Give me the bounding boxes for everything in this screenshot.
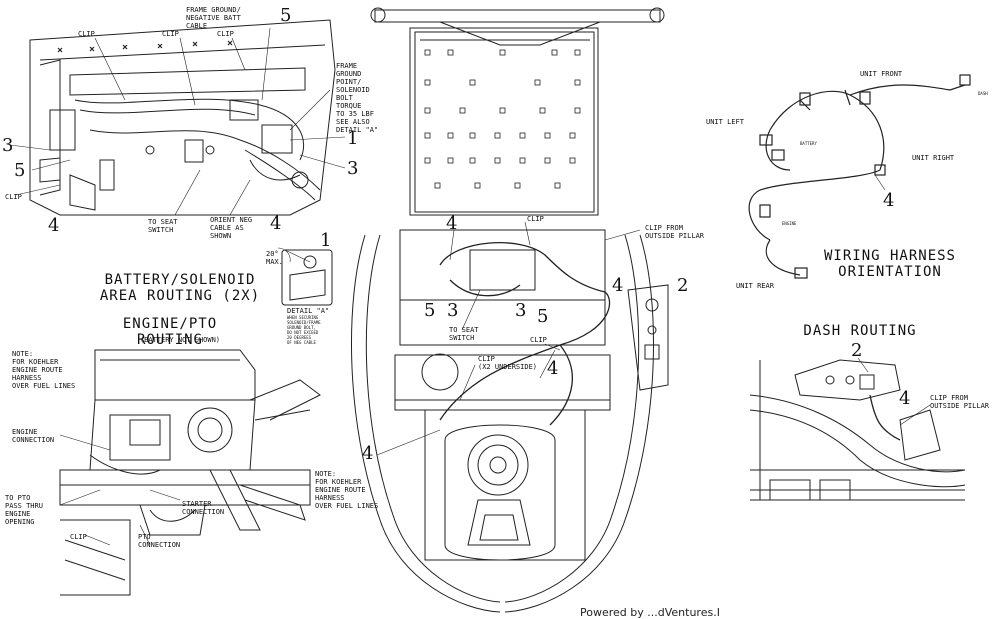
label-solenoid-bolt: FRAME GROUND POINT/ SOLENOID BOLT TORQUE…: [336, 62, 379, 134]
callout-3: 3: [447, 300, 459, 321]
engine-pto-drawing: [59, 349, 321, 596]
callout-4: 4: [270, 213, 282, 234]
label-clip: CLIP: [78, 30, 95, 38]
label-center-note: NOTE: FOR KOEHLER ENGINE ROUTE HARNESS O…: [315, 470, 379, 510]
machine-topview-drawing: [351, 7, 669, 613]
label-detail-a: DETAIL "A": [287, 307, 330, 315]
battery-view-title: BATTERY/SOLENOID AREA ROUTING (2X) (BATT…: [95, 240, 265, 360]
callout-2: 2: [851, 340, 863, 361]
callout-5: 5: [537, 306, 549, 327]
label-clip: CLIP: [527, 215, 544, 223]
label-clip-outside-pillar: CLIP FROM OUTSIDE PILLAR: [930, 394, 990, 410]
label-clip: CLIP: [5, 193, 22, 201]
battery-view-title-text: BATTERY/SOLENOID AREA ROUTING (2X): [99, 272, 261, 304]
callout-5: 5: [280, 5, 292, 26]
label-battery: BATTERY: [800, 141, 817, 146]
label-dash: DASH: [978, 91, 988, 96]
callout-3: 3: [515, 300, 527, 321]
callout-1: 1: [320, 230, 332, 251]
callout-3: 3: [2, 135, 14, 156]
label-seat-switch: TO SEAT SWITCH: [449, 326, 479, 342]
callout-4: 4: [48, 215, 60, 236]
callout-4: 4: [362, 443, 374, 464]
label-unit-left: UNIT LEFT: [706, 118, 744, 126]
callout-5: 5: [14, 160, 26, 181]
label-pto-pass-thru: TO PTO PASS THRU ENGINE OPENING: [5, 494, 43, 526]
battery-view-subtitle: (BATTERY NOT SHOWN): [139, 336, 221, 344]
callout-4: 4: [883, 190, 895, 211]
label-angle: 20° MAX.: [266, 250, 283, 266]
label-clip-underside: CLIP (X2 UNDERSIDE): [478, 355, 538, 371]
label-unit-right: UNIT RIGHT: [912, 154, 955, 162]
label-seat-switch: TO SEAT SWITCH: [148, 218, 178, 234]
label-engine: ENGINE: [782, 221, 797, 226]
label-starter-connection: STARTER CONNECTION: [182, 500, 225, 516]
detail-a-drawing: [277, 247, 333, 306]
label-engine-note: NOTE: FOR KOEHLER ENGINE ROUTE HARNESS O…: [12, 350, 76, 390]
battery-solenoid-drawing: [29, 19, 336, 216]
harness-view-title: WIRING HARNESS ORIENTATION: [823, 248, 956, 280]
callout-4: 4: [612, 275, 624, 296]
callout-4: 4: [899, 388, 911, 409]
label-clip-outside-pillar: CLIP FROM OUTSIDE PILLAR: [645, 224, 705, 240]
callout-2: 2: [677, 275, 689, 296]
label-engine-connection: ENGINE CONNECTION: [12, 428, 55, 444]
footer-text: Powered by ...dVentures.I: [580, 606, 720, 619]
callout-4: 4: [446, 213, 458, 234]
dash-routing-drawing: [749, 359, 966, 501]
label-clip: CLIP: [530, 336, 547, 344]
label-orient-neg: ORIENT NEG CABLE AS SHOWN: [210, 216, 253, 240]
label-clip: CLIP: [217, 30, 234, 38]
callout-5: 5: [424, 300, 436, 321]
label-unit-front: UNIT FRONT: [860, 70, 903, 78]
seat-plate-holes: [424, 49, 581, 189]
callout-1: 1: [347, 128, 359, 149]
callout-4: 4: [547, 358, 559, 379]
label-pto-connection: PTO CONNECTION: [138, 533, 181, 549]
harness-orientation-drawing: [748, 74, 971, 279]
label-frame-ground: FRAME GROUND/ NEGATIVE BATT CABLE: [186, 6, 241, 30]
label-detail-note: WHEN SECURING SOLENOID/FRAME GROUND BOLT…: [287, 315, 321, 345]
label-clip: CLIP: [70, 533, 87, 541]
dash-view-title: DASH ROUTING: [803, 323, 917, 339]
label-clip: CLIP: [162, 30, 179, 38]
label-unit-rear: UNIT REAR: [736, 282, 774, 290]
engine-view-title: ENGINE/PTO ROUTING: [122, 316, 218, 348]
callout-3: 3: [347, 158, 359, 179]
